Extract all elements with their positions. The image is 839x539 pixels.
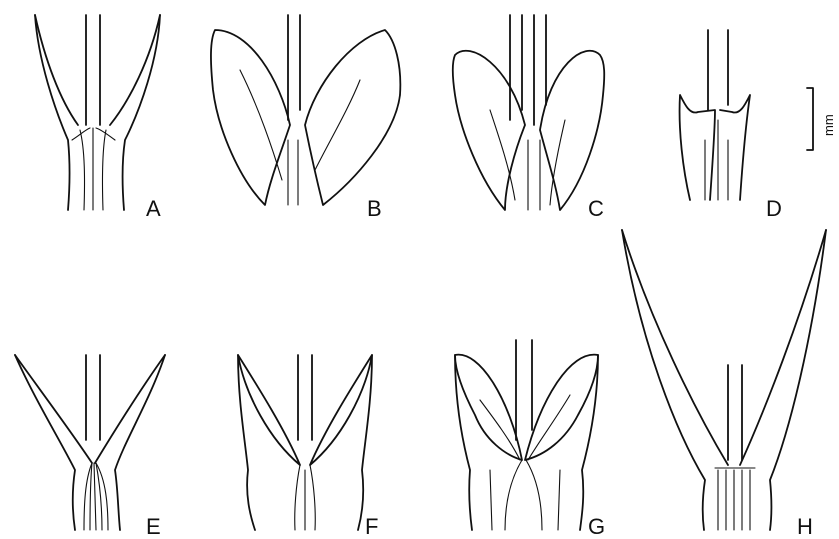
panel-h-right-arm xyxy=(740,230,826,465)
panel-e-left-arm xyxy=(15,355,92,463)
panel-g-left-leaf xyxy=(455,355,522,460)
panel-e-stem xyxy=(86,355,100,440)
panel-e-veins xyxy=(84,463,108,530)
panel-d-sheath xyxy=(680,95,750,200)
panel-h-left-margin xyxy=(622,230,705,530)
panel-b-drawing xyxy=(211,15,400,205)
panel-label-a: A xyxy=(146,198,161,220)
scale-bar xyxy=(807,88,813,150)
panel-label-h: H xyxy=(797,516,813,538)
panel-f-veins xyxy=(295,465,316,530)
panel-a-stem xyxy=(86,15,100,125)
panel-label-e: E xyxy=(146,516,161,538)
panel-h-stem xyxy=(728,365,742,460)
panel-d-stem xyxy=(708,30,728,110)
panel-f-right-wing xyxy=(310,355,372,465)
panel-g-right-leaf xyxy=(525,355,598,460)
panel-a-right-lobe xyxy=(110,15,160,125)
panel-b-right-leaf xyxy=(305,30,400,205)
panel-label-d: D xyxy=(766,198,782,220)
panel-g-veins xyxy=(480,395,570,530)
panel-d-veins xyxy=(705,120,728,200)
panel-label-c: C xyxy=(588,198,604,220)
panel-f-stem xyxy=(298,355,312,440)
scale-bar-unit: mm xyxy=(821,114,836,136)
panel-b-left-leaf xyxy=(211,30,290,205)
panel-e-drawing xyxy=(15,355,165,530)
panel-label-g: G xyxy=(588,516,605,538)
panel-label-b: B xyxy=(367,198,382,220)
panel-c-veins xyxy=(490,110,565,210)
panel-g-left-margin xyxy=(455,355,472,530)
panel-a-veins xyxy=(72,128,115,210)
panel-c-stem xyxy=(510,15,546,125)
panel-b-stem xyxy=(288,15,300,120)
panel-g-stem xyxy=(516,340,532,440)
panel-a-right-margin xyxy=(123,15,160,210)
panel-a-drawing xyxy=(35,15,160,210)
panel-label-f: F xyxy=(365,516,378,538)
panel-e-left-margin xyxy=(15,355,75,530)
panel-c-left-leaf xyxy=(453,51,525,210)
panel-f-left-wing xyxy=(238,355,300,465)
panel-c-right-leaf xyxy=(540,51,604,210)
panel-e-right-arm xyxy=(95,355,165,463)
panel-g-drawing xyxy=(455,340,598,530)
panel-h-right-margin xyxy=(770,230,826,530)
panel-g-right-margin xyxy=(580,355,598,530)
panel-h-drawing xyxy=(622,230,826,530)
panel-h-veins xyxy=(715,468,755,530)
panel-f-drawing xyxy=(238,355,372,530)
panel-a-left-margin xyxy=(35,15,70,210)
panel-e-right-margin xyxy=(115,355,165,530)
panel-c-drawing xyxy=(453,15,604,210)
panel-d-drawing xyxy=(680,30,750,200)
panel-h-left-arm xyxy=(622,230,728,465)
scale-bar-line xyxy=(807,88,813,150)
panel-f-left-margin xyxy=(238,355,255,530)
